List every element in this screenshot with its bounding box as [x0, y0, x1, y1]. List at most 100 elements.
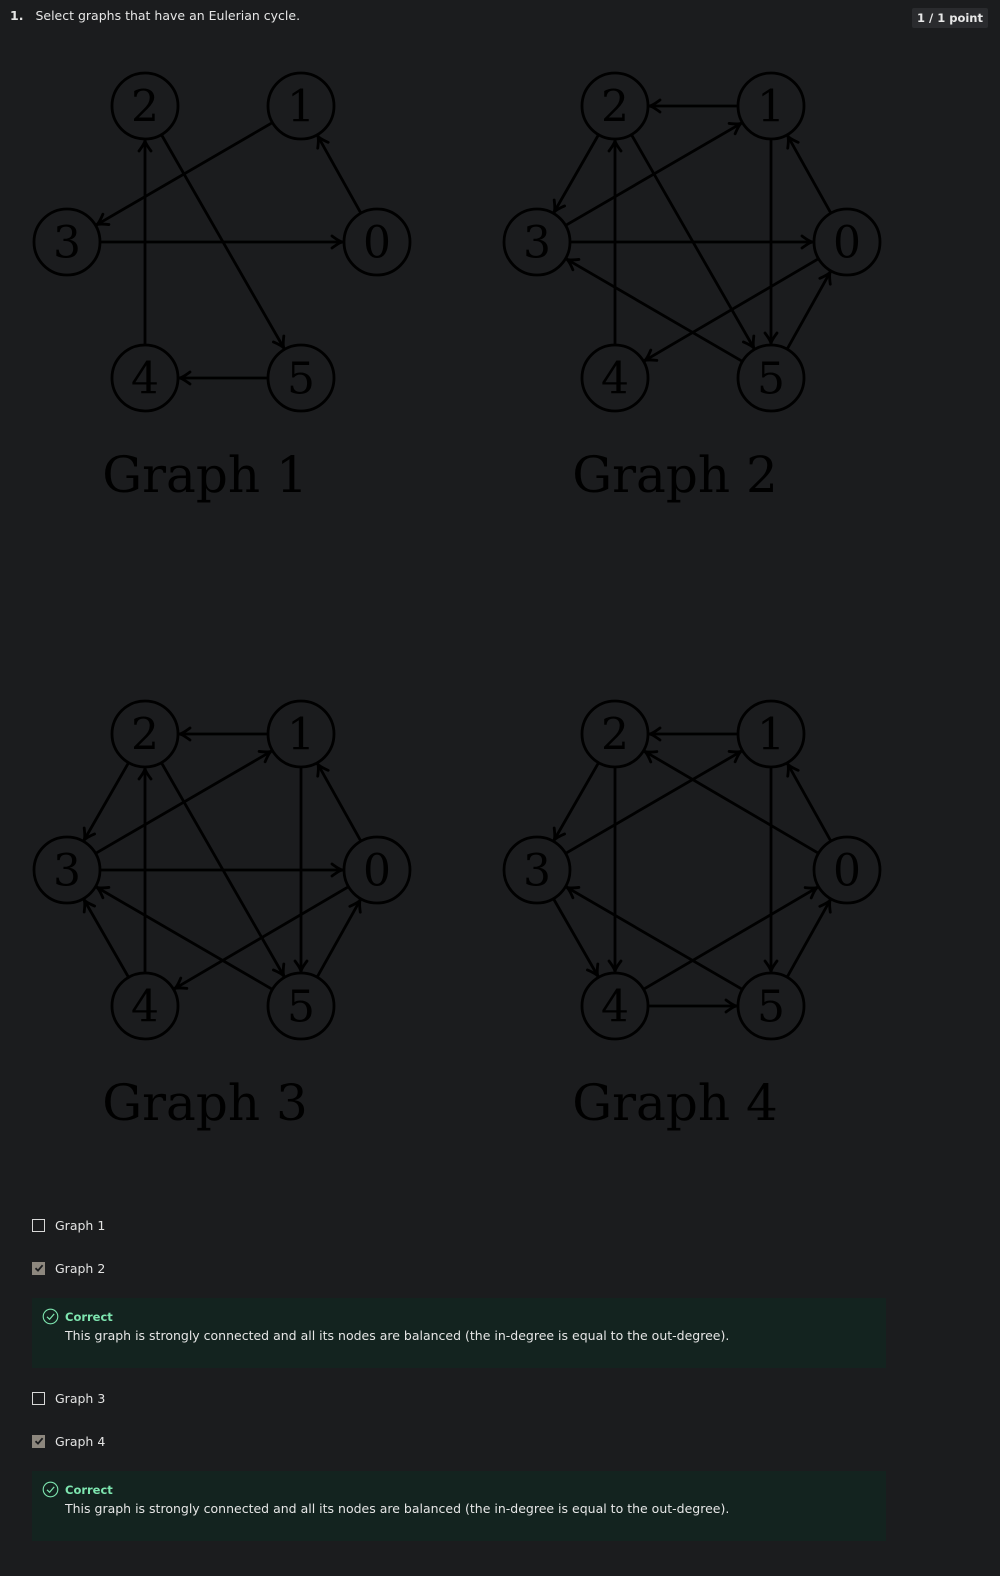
node-2: 2 — [580, 71, 650, 141]
node-3: 3 — [32, 207, 102, 277]
checkbox[interactable] — [32, 1218, 45, 1232]
svg-text:3: 3 — [53, 846, 81, 897]
edge-5-4 — [178, 370, 268, 386]
node-0: 0 — [812, 835, 882, 905]
svg-text:5: 5 — [757, 354, 785, 405]
edge-5-0 — [785, 270, 832, 350]
edge-2-3 — [552, 761, 600, 842]
node-4: 4 — [110, 971, 180, 1041]
check-circle-icon — [42, 1481, 59, 1498]
feedback-text: This graph is strongly connected and all… — [65, 1328, 730, 1343]
edge-2-3 — [82, 761, 130, 842]
node-0: 0 — [812, 207, 882, 277]
checkbox[interactable] — [32, 1391, 45, 1405]
option-graph-3[interactable]: Graph 3 — [32, 1385, 892, 1411]
graph-caption: Graph 2 — [572, 446, 778, 504]
svg-text:0: 0 — [363, 218, 391, 269]
svg-text:3: 3 — [53, 218, 81, 269]
node-3: 3 — [32, 835, 102, 905]
edge-0-4 — [173, 885, 350, 991]
option-graph-1[interactable]: Graph 1 — [32, 1212, 892, 1238]
svg-text:5: 5 — [757, 982, 785, 1033]
edge-0-1 — [316, 762, 363, 842]
svg-text:3: 3 — [523, 218, 551, 269]
svg-text:0: 0 — [363, 846, 391, 897]
edge-5-0 — [785, 898, 832, 978]
edge-1-5 — [763, 767, 779, 973]
svg-text:1: 1 — [757, 82, 785, 133]
node-1: 1 — [266, 699, 336, 769]
option-label: Graph 1 — [55, 1217, 106, 1233]
node-1: 1 — [266, 71, 336, 141]
graph-caption: Graph 3 — [102, 1074, 308, 1132]
points-badge: 1 / 1 point — [912, 8, 988, 28]
node-5: 5 — [266, 343, 336, 413]
svg-text:4: 4 — [131, 982, 159, 1033]
node-1: 1 — [736, 71, 806, 141]
feedback-text: This graph is strongly connected and all… — [65, 1501, 730, 1516]
option-label: Graph 4 — [55, 1433, 106, 1449]
svg-text:5: 5 — [287, 982, 315, 1033]
svg-text:4: 4 — [601, 354, 629, 405]
edge-2-3 — [552, 133, 600, 214]
svg-text:2: 2 — [131, 82, 159, 133]
feedback-title: Correct — [65, 1482, 113, 1497]
option-label: Graph 3 — [55, 1390, 106, 1406]
edge-2-4 — [607, 767, 623, 973]
node-2: 2 — [110, 71, 180, 141]
svg-text:3: 3 — [523, 846, 551, 897]
edge-0-1 — [786, 134, 833, 214]
question-text: Select graphs that have an Eulerian cycl… — [35, 8, 301, 23]
edge-5-0 — [315, 898, 362, 978]
edge-4-0 — [642, 885, 819, 991]
node-5: 5 — [736, 971, 806, 1041]
svg-text:1: 1 — [287, 710, 315, 761]
node-4: 4 — [580, 971, 650, 1041]
edge-4-3 — [82, 898, 130, 979]
node-5: 5 — [736, 343, 806, 413]
svg-text:2: 2 — [601, 710, 629, 761]
option-graph-4[interactable]: Graph 4 — [32, 1428, 892, 1454]
question-number: 1. — [10, 8, 24, 23]
graph-caption: Graph 4 — [572, 1074, 778, 1132]
node-2: 2 — [110, 699, 180, 769]
checkmark-icon — [34, 1264, 43, 1272]
edge-4-5 — [648, 998, 738, 1014]
answer-options: Graph 1 Graph 2 Correct This graph is st… — [32, 1212, 892, 1558]
svg-text:1: 1 — [757, 710, 785, 761]
node-1: 1 — [736, 699, 806, 769]
option-graph-2[interactable]: Graph 2 — [32, 1255, 892, 1281]
svg-text:1: 1 — [287, 82, 315, 133]
svg-text:0: 0 — [833, 846, 861, 897]
edge-5-3 — [565, 257, 744, 363]
node-0: 0 — [342, 207, 412, 277]
edge-1-2 — [648, 98, 738, 114]
feedback-title: Correct — [65, 1309, 113, 1324]
checkbox[interactable] — [32, 1261, 45, 1275]
edge-3-1 — [564, 749, 743, 855]
svg-text:0: 0 — [833, 218, 861, 269]
svg-text:2: 2 — [601, 82, 629, 133]
node-2: 2 — [580, 699, 650, 769]
edge-0-1 — [316, 134, 363, 214]
question-header: 1. Select graphs that have an Eulerian c… — [10, 8, 300, 23]
node-3: 3 — [502, 835, 572, 905]
node-4: 4 — [110, 343, 180, 413]
node-4: 4 — [580, 343, 650, 413]
checkbox[interactable] — [32, 1434, 45, 1448]
node-3: 3 — [502, 207, 572, 277]
option-label: Graph 2 — [55, 1260, 106, 1276]
edge-0-4 — [643, 257, 820, 363]
node-5: 5 — [266, 971, 336, 1041]
svg-text:4: 4 — [601, 982, 629, 1033]
svg-text:4: 4 — [131, 354, 159, 405]
edge-1-2 — [648, 726, 738, 742]
feedback-correct: Correct This graph is strongly connected… — [32, 1471, 886, 1541]
node-0: 0 — [342, 835, 412, 905]
checkmark-icon — [34, 1437, 43, 1445]
